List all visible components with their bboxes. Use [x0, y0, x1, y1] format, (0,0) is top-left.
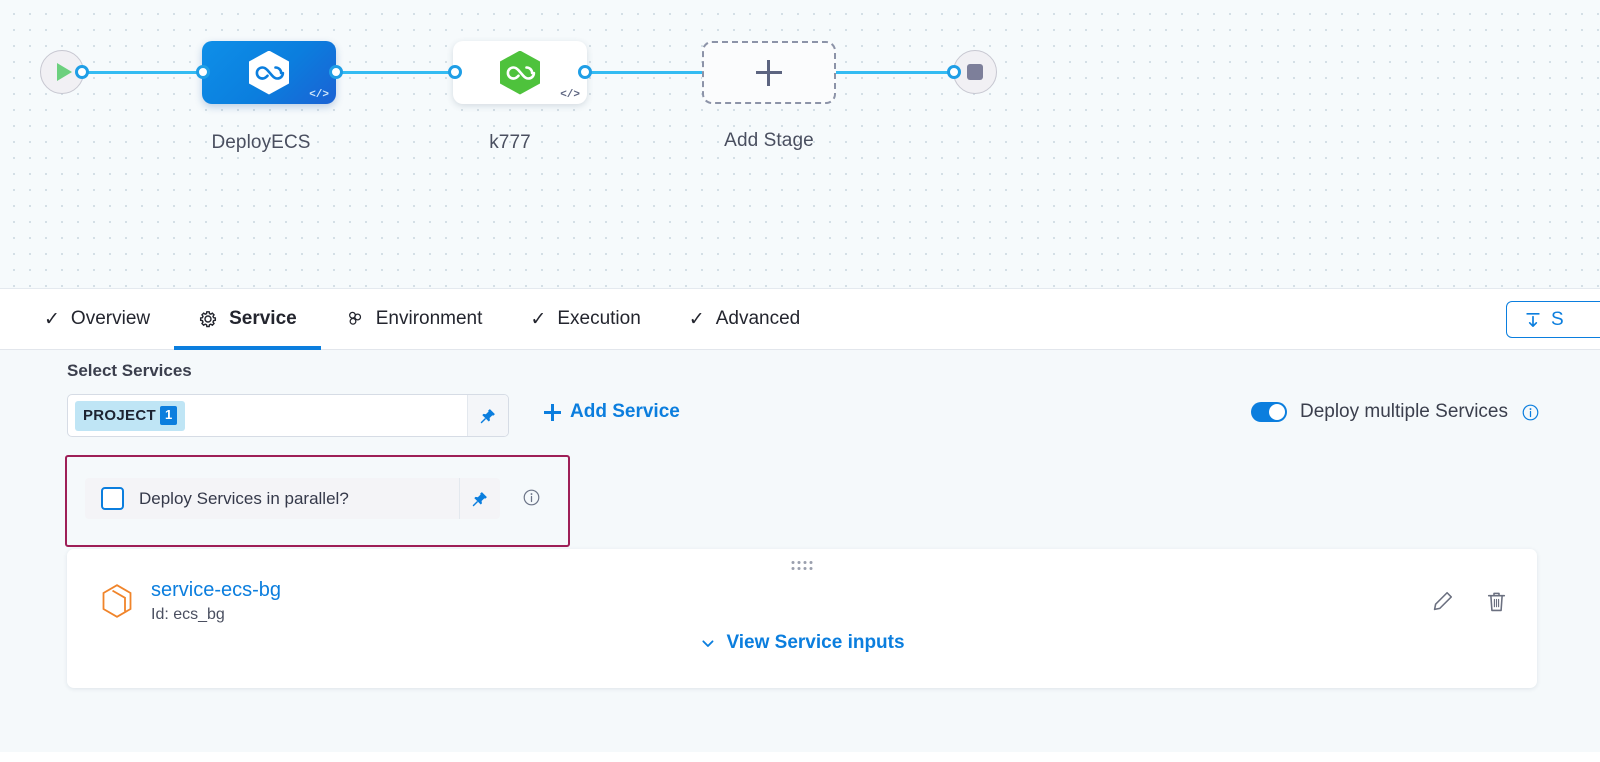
tab-label: Execution [557, 308, 641, 329]
deploy-parallel-checkbox[interactable] [101, 487, 124, 510]
pencil-icon[interactable] [1430, 589, 1455, 614]
stage-node-k777[interactable]: </> [453, 41, 587, 104]
tab-advanced[interactable]: ✓ Advanced [665, 289, 824, 349]
service-chip-count: 1 [159, 406, 178, 425]
port-k777-in[interactable] [448, 65, 462, 79]
deploy-multiple-services-group: Deploy multiple Services [1250, 401, 1540, 423]
tab-label: Advanced [715, 308, 801, 329]
deploy-parallel-highlight: Deploy Services in parallel? [65, 455, 570, 547]
tab-environment[interactable]: Environment [321, 289, 507, 349]
port-k777-out[interactable] [578, 65, 592, 79]
deploy-parallel-row[interactable]: Deploy Services in parallel? [85, 478, 500, 519]
plus-icon [544, 403, 561, 421]
port-deployecs-in[interactable] [196, 65, 210, 79]
info-icon[interactable] [522, 488, 541, 507]
stage-label-k777: k777 [489, 132, 531, 153]
chevron-down-icon [702, 639, 714, 647]
deploy-parallel-label: Deploy Services in parallel? [139, 488, 349, 508]
play-icon [56, 63, 72, 81]
code-badge-icon[interactable]: </> [309, 89, 329, 101]
tab-label: Service [229, 308, 297, 329]
pin-top-icon [1526, 312, 1540, 327]
code-badge-icon[interactable]: </> [560, 89, 580, 101]
tab-label: Overview [70, 308, 151, 329]
trash-icon[interactable] [1484, 589, 1509, 614]
pin-icon [480, 408, 495, 423]
add-stage-label: Add Stage [724, 130, 814, 151]
view-service-inputs-button[interactable]: View Service inputs [699, 632, 905, 654]
service-hexagon-icon [102, 584, 132, 618]
port-start-out[interactable] [75, 65, 89, 79]
service-name-link[interactable]: service-ecs-bg [151, 579, 282, 601]
add-stage-button[interactable] [702, 41, 836, 104]
pin-button[interactable] [459, 478, 500, 519]
view-service-inputs-label: View Service inputs [726, 632, 905, 653]
tab-overview[interactable]: ✓ Overview [20, 289, 174, 349]
save-as-template-button[interactable]: S [1506, 301, 1600, 338]
edge-addstage-to-end [830, 71, 960, 74]
stage-node-deployecs[interactable]: </> [202, 41, 336, 104]
check-icon: ✓ [530, 308, 547, 330]
pin-icon [472, 491, 487, 506]
check-icon: ✓ [44, 308, 60, 330]
harness-loop-icon [500, 50, 540, 95]
stage-tab-bar: ✓ Overview Service Environment ✓ Executi… [0, 289, 1600, 350]
harness-loop-icon [249, 50, 289, 95]
info-icon[interactable] [1521, 403, 1540, 422]
edge-k777-to-addstage [581, 71, 711, 74]
service-id-text: Id: ecs_bg [151, 606, 225, 623]
select-services-input[interactable]: PROJECT 1 [67, 394, 509, 437]
select-services-label: Select Services [67, 361, 192, 380]
add-service-button[interactable]: Add Service [544, 401, 680, 423]
stop-icon [967, 64, 983, 80]
tab-service[interactable]: Service [174, 289, 321, 350]
pipeline-canvas[interactable]: </> DeployECS </> k777 Add Stage [0, 0, 1600, 289]
port-end-in[interactable] [947, 65, 961, 79]
infinity-glyph [506, 65, 536, 80]
tab-execution[interactable]: ✓ Execution [506, 289, 664, 349]
service-card[interactable]: service-ecs-bg Id: ecs_bg View Service i… [67, 549, 1537, 688]
service-chip[interactable]: PROJECT 1 [75, 400, 186, 431]
service-chip-label: PROJECT [83, 407, 156, 424]
toggle-knob [1268, 404, 1285, 420]
plus-icon [756, 59, 782, 86]
port-deployecs-out[interactable] [329, 65, 343, 79]
add-service-label: Add Service [570, 401, 680, 422]
check-icon: ✓ [688, 308, 705, 330]
pin-button[interactable] [467, 395, 508, 436]
infinity-glyph [255, 65, 285, 80]
service-config-panel: Select Services PROJECT 1 Add Service De… [0, 350, 1600, 752]
stage-label-deployecs: DeployECS [211, 132, 311, 153]
cluster-icon [348, 311, 361, 325]
edge-deployecs-to-k777 [332, 71, 458, 74]
edge-start-to-deployecs [84, 71, 206, 74]
drag-handle-icon[interactable] [791, 561, 813, 570]
deploy-multiple-services-label: Deploy multiple Services [1299, 401, 1508, 422]
gear-icon [200, 311, 217, 328]
tab-label: Environment [375, 308, 483, 329]
deploy-multiple-services-toggle[interactable] [1250, 402, 1287, 422]
save-as-template-label: S [1551, 308, 1564, 330]
